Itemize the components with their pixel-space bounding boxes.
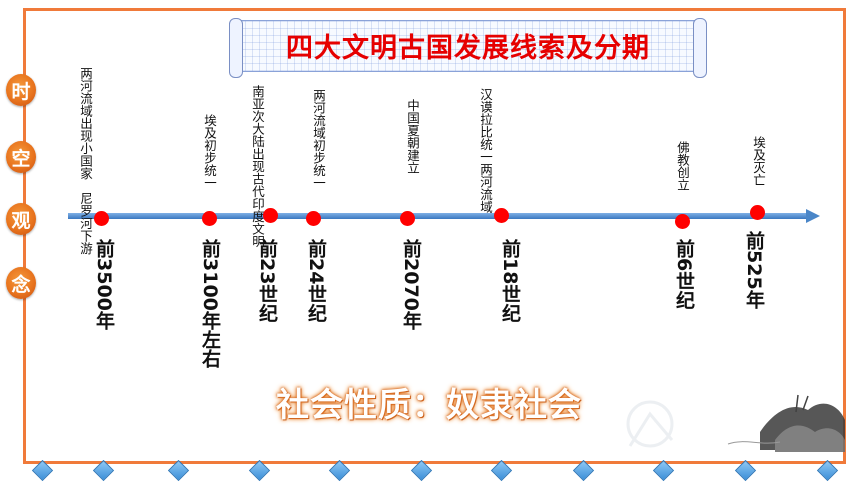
side-label-nian: 念 <box>6 267 36 299</box>
event-label: 两河流域出现小国家 尼罗河下游 <box>78 67 93 255</box>
title-scroll: 四大文明古国发展线索及分期 <box>229 18 707 78</box>
event-date: 前6世纪 <box>673 239 695 310</box>
timeline-dot <box>94 211 109 226</box>
event-label: 南亚次大陆出现古代印度文明 <box>250 85 265 248</box>
page-title: 四大文明古国发展线索及分期 <box>286 33 650 64</box>
society-nature-text: 社会性质：奴隶社会 <box>276 385 582 424</box>
slide-frame <box>23 8 846 464</box>
side-label-guan: 观 <box>6 203 36 235</box>
event-label: 佛教创立 <box>675 141 690 191</box>
event-label: 两河流域初步统一 <box>311 89 326 189</box>
timeline-dot <box>750 205 765 220</box>
timeline-dot <box>494 208 509 223</box>
event-date: 前2070年 <box>400 239 422 330</box>
scroll-roll-left <box>229 18 243 78</box>
event-date: 前3100年左右 <box>199 239 221 368</box>
timeline-dot <box>263 208 278 223</box>
side-label-shi: 时 <box>6 74 36 106</box>
event-date: 前525年 <box>743 231 765 309</box>
timeline-dot <box>675 214 690 229</box>
event-date: 前18世纪 <box>499 239 521 323</box>
timeline-dot <box>306 211 321 226</box>
event-date: 前24世纪 <box>305 239 327 323</box>
side-label-kong: 空 <box>6 141 36 173</box>
scroll-paper <box>237 20 699 72</box>
event-label: 汉谟拉比统一两河流域 <box>478 88 493 213</box>
event-label: 埃及灭亡 <box>751 136 766 186</box>
timeline-dot <box>202 211 217 226</box>
event-date: 前23世纪 <box>256 239 278 323</box>
event-date: 前3500年 <box>93 239 115 330</box>
event-label: 中国夏朝建立 <box>405 99 420 174</box>
event-label: 埃及初步统一 <box>202 114 217 189</box>
scroll-roll-right <box>693 18 707 78</box>
timeline-dot <box>400 211 415 226</box>
